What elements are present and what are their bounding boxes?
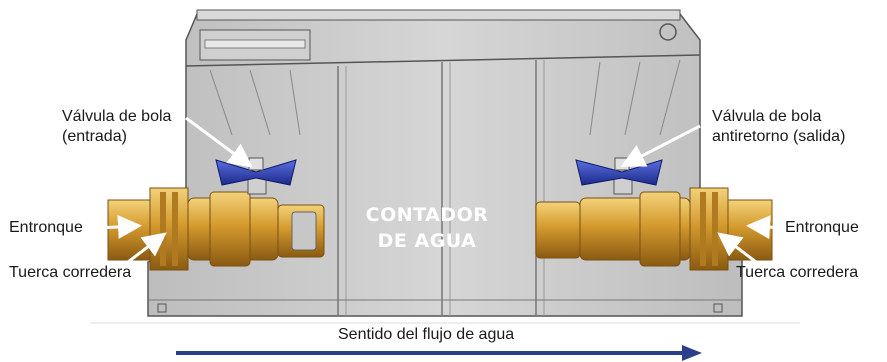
flow-label: Sentido del flujo de agua <box>338 326 515 343</box>
inlet-ball-valve <box>107 157 325 271</box>
flow-arrow <box>176 345 702 361</box>
entronque-left-label: Entronque <box>9 219 83 236</box>
tuerca-right-label: Tuerca corredera <box>736 264 859 281</box>
arrow-entronque-left <box>97 214 142 239</box>
arrow-tuerca-right <box>717 232 757 264</box>
meter-label: CONTADOR DE AGUA <box>352 202 502 254</box>
arrow-tuerca-left <box>127 232 167 264</box>
meter-label-line1: CONTADOR <box>365 204 489 226</box>
arrow-entronque-right <box>746 215 785 240</box>
valve-out-label-line2: antiretorno (salida) <box>712 128 846 145</box>
valve-out-label-line1: Válvula de bola <box>712 108 822 125</box>
arrow-valve-in <box>185 116 253 168</box>
valve-out-label: Válvula de bola antiretorno (salida) <box>712 107 845 147</box>
entronque-right-label: Entronque <box>785 219 859 236</box>
valve-in-label: Válvula de bola (entrada) <box>62 107 171 147</box>
meter-label-line2: DE AGUA <box>377 230 477 252</box>
arrow-valve-out <box>620 124 701 167</box>
outlet-check-ball-valve <box>535 157 773 271</box>
valve-in-label-line2: (entrada) <box>62 128 127 145</box>
tuerca-left-label: Tuerca corredera <box>9 264 132 281</box>
callout-arrows <box>97 116 785 264</box>
valve-in-label-line1: Válvula de bola <box>62 108 172 125</box>
